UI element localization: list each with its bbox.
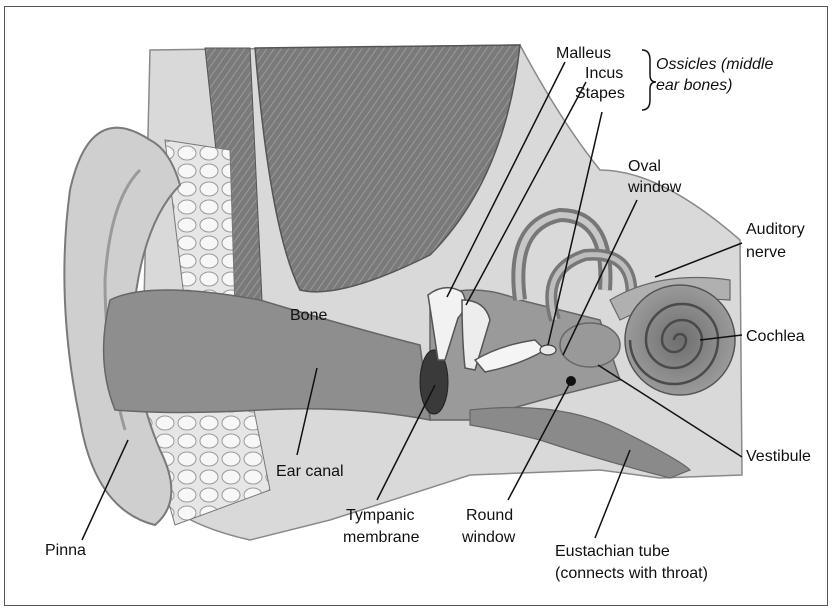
label-malleus: Malleus — [556, 44, 611, 63]
vestibule-shape — [560, 323, 620, 367]
label-ear-canal: Ear canal — [276, 462, 344, 481]
label-ossicles-1: Ossicles (middle — [656, 55, 773, 74]
label-eustachian-1: Eustachian tube — [555, 542, 670, 561]
label-pinna: Pinna — [45, 541, 86, 560]
label-stapes: Stapes — [575, 84, 625, 103]
ossicles-brace — [642, 50, 656, 110]
label-vestibule: Vestibule — [746, 447, 811, 466]
label-auditory-2: nerve — [746, 243, 786, 262]
label-cochlea: Cochlea — [746, 327, 805, 346]
label-bone: Bone — [290, 306, 327, 325]
label-ossicles-2: ear bones) — [656, 76, 733, 95]
oval-window-shape — [540, 345, 556, 355]
cochlea-shape — [625, 285, 735, 395]
label-tympanic-2: membrane — [343, 528, 419, 547]
label-oval-2: window — [628, 178, 681, 197]
label-incus: Incus — [585, 64, 623, 83]
label-auditory-1: Auditory — [746, 220, 805, 239]
label-tympanic-1: Tympanic — [346, 506, 414, 525]
label-round-2: window — [462, 528, 515, 547]
label-oval-1: Oval — [628, 157, 661, 176]
label-round-1: Round — [466, 506, 513, 525]
label-eustachian-2: (connects with throat) — [555, 564, 708, 583]
